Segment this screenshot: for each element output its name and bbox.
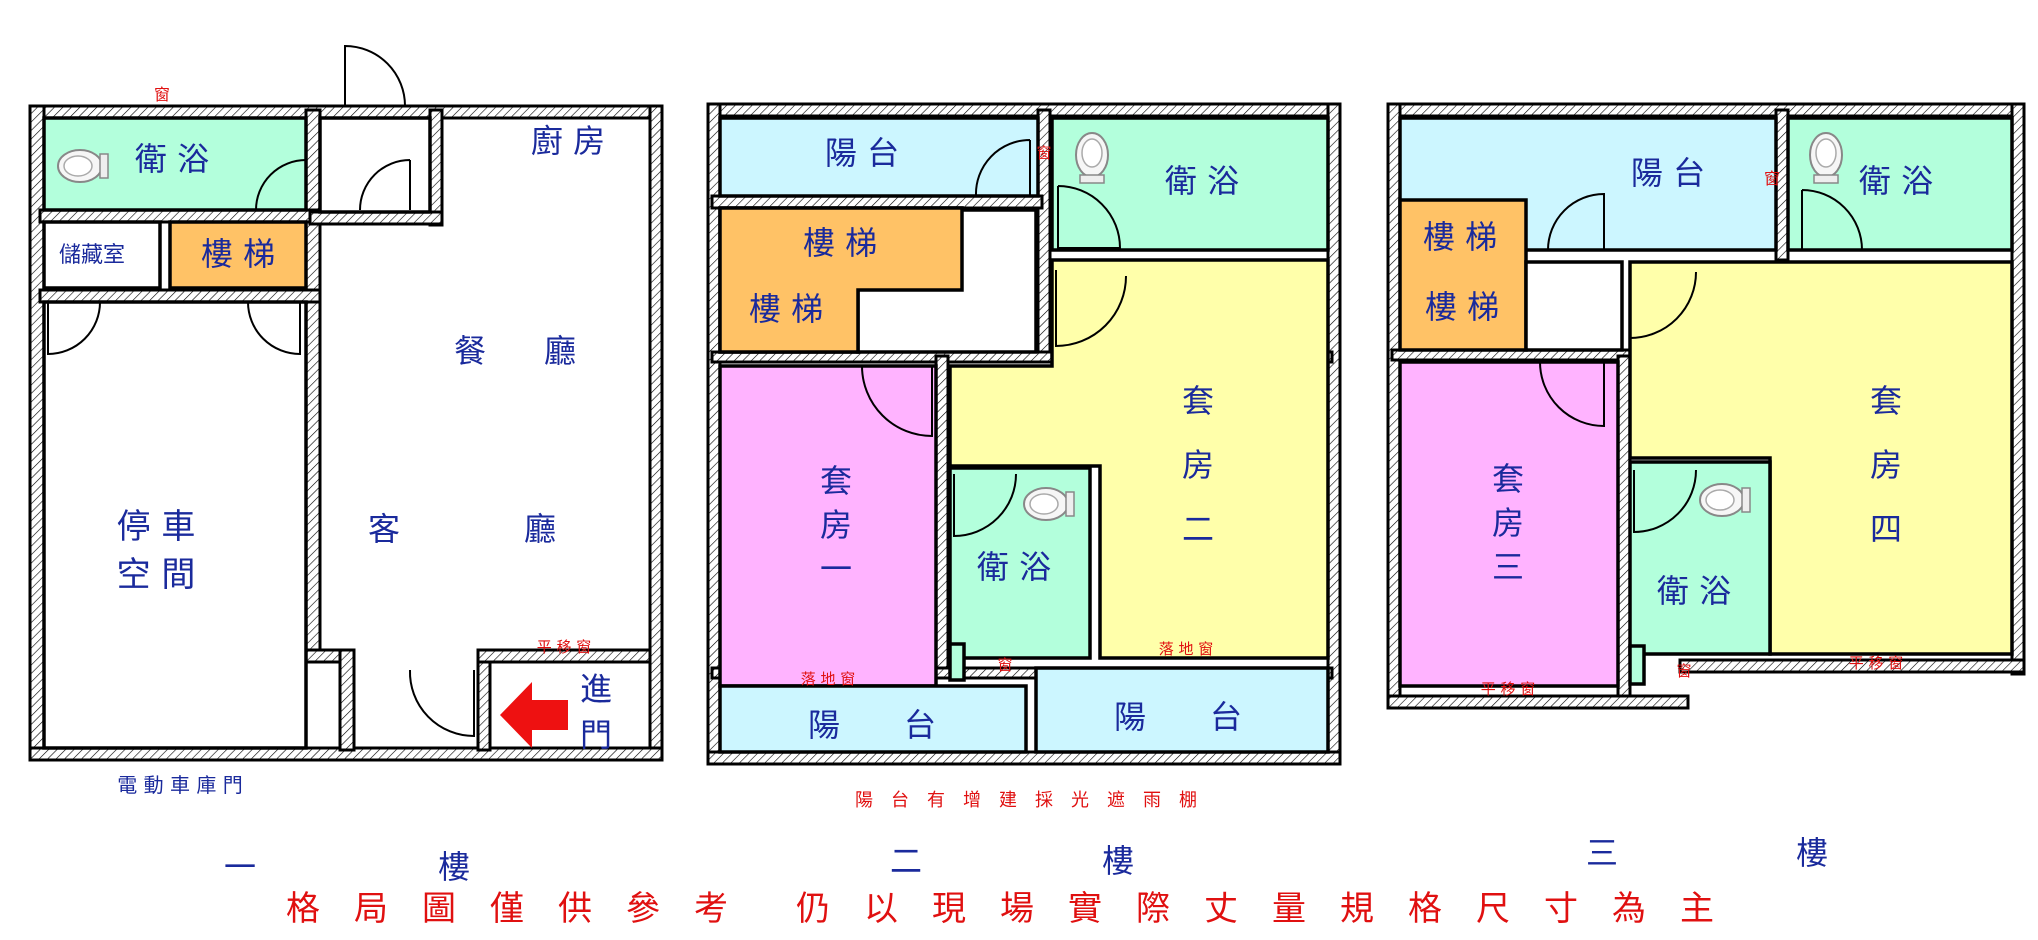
floor2-suite1-label-b: 房 (820, 506, 852, 544)
floor3-suite3-label-c: 三 (1492, 548, 1524, 586)
floor1-storage (42, 220, 162, 290)
floor1-entrance-label-b: 門 (580, 716, 612, 754)
floor3-title-b: 樓 (1796, 834, 1828, 872)
floor2-bath-top-label: 衛 浴 (1165, 162, 1239, 200)
floor1-bath-label: 衛 浴 (135, 140, 209, 178)
floor3-suite4-label-a: 套 (1870, 382, 1902, 420)
floor2-balcony-note: 陽 台 有 增 建 採 光 遮 雨 棚 (855, 790, 1197, 811)
entrance-arrow-icon (500, 682, 568, 748)
floor1-sliding-window-note: 平 移 窗 (537, 638, 592, 656)
floor2-suite1-label-a: 套 (820, 462, 852, 500)
floor1-stairs-label: 樓 梯 (201, 235, 275, 273)
floor1-parking (42, 300, 308, 750)
floor3-sliding-window-2-note: 平 移 窗 (1849, 654, 1904, 672)
floor2-suite2-label-c: 二 (1182, 510, 1214, 548)
floor1-parking-label-b: 空 間 (117, 555, 196, 595)
floor2-balcony-bottom-left (718, 684, 1028, 754)
floor2-window-top-note: 窗 (1036, 144, 1051, 162)
floor3-sliding-window-1-note: 平 移 窗 (1481, 680, 1536, 698)
floor3-title-a: 三 (1586, 834, 1618, 872)
floor2-bath-mid-label: 衛 浴 (977, 548, 1051, 586)
floor-2-plan: 陽 台 衛 浴 樓 梯 樓 梯 套 房 一 衛 浴 套 房 二 陽 台 陽 台 … (706, 102, 1342, 811)
floor2-suite-1 (718, 364, 938, 688)
floor3-suite3-label-a: 套 (1492, 460, 1524, 498)
floor1-dining-label-b: 廳 (544, 332, 576, 370)
floor1-living-label-a: 客 (368, 510, 400, 548)
floor3-bath-top-label: 衛 浴 (1859, 162, 1933, 200)
floor3-suite4-label-b: 房 (1870, 446, 1902, 484)
floor3-balcony-label: 陽 台 (1631, 154, 1705, 192)
floor2-balcony-bottom-right (1034, 666, 1330, 754)
floor3-stairs-label-a: 樓 梯 (1423, 218, 1497, 256)
floor1-kitchen-label: 廚 房 (531, 122, 605, 160)
floor1-title-a: 一 (224, 848, 256, 886)
toilet-icon (1809, 132, 1843, 184)
floor3-suite3-label-b: 房 (1492, 504, 1524, 542)
toilet-icon (57, 149, 109, 183)
floor1-garage-door-note: 電 動 車 庫 門 (117, 773, 242, 797)
floor1-stairs (168, 220, 308, 290)
floor2-suite2-label-a: 套 (1182, 382, 1214, 420)
floor2-french-window-1-note: 落 地 窗 (801, 670, 856, 688)
floor1-living-label-b: 廳 (524, 510, 556, 548)
floor2-french-window-2-note: 落 地 窗 (1159, 640, 1214, 658)
floor2-balcony-bl-label: 陽 台 (808, 706, 936, 744)
floor1-storage-label: 儲藏室 (59, 243, 125, 268)
floor-3-plan: 陽 台 衛 浴 樓 梯 樓 梯 套 房 三 衛 浴 套 房 四 窗 窗 平 移 … (1386, 102, 2026, 710)
floor1-title-b: 樓 (438, 848, 470, 886)
floor1-window-note: 窗 (154, 85, 170, 104)
floor2-stairs-label-b: 樓 梯 (749, 290, 823, 328)
disclaimer-text: 格 局 圖 僅 供 參 考 仍 以 現 場 實 際 丈 量 規 格 尺 寸 為 … (286, 889, 1714, 929)
toilet-icon (1699, 483, 1751, 517)
floor2-suite1-label-c: 一 (820, 550, 852, 588)
floor2-title-a: 二 (890, 842, 922, 880)
floor2-title-b: 樓 (1102, 842, 1134, 880)
toilet-icon (1023, 487, 1075, 521)
floor2-suite2-label-b: 房 (1182, 446, 1214, 484)
toilet-icon (1075, 132, 1109, 184)
floor2-balcony-top-label: 陽 台 (825, 134, 899, 172)
floor3-window-top-note: 窗 (1764, 169, 1780, 188)
floor2-suite-2 (948, 258, 1330, 660)
floor2-balcony-top (718, 116, 1040, 198)
floor1-entrance-label-a: 進 (580, 670, 612, 708)
floor3-window-mid-note: 窗 (1676, 662, 1691, 680)
floor2-stairs-label-a: 樓 梯 (803, 224, 877, 262)
floor3-bath-mid-label: 衛 浴 (1657, 572, 1731, 610)
floor2-balcony-br-label: 陽 台 (1114, 698, 1242, 736)
floor2-window-mid-note: 窗 (997, 656, 1012, 674)
floor3-stairs-label-b: 樓 梯 (1425, 288, 1499, 326)
floor-1-plan: 衛 浴 儲藏室 樓 梯 廚 房 餐 廳 客 廳 停 車 空 間 進 門 窗 平 … (28, 44, 664, 797)
floor3-stairs (1398, 198, 1528, 352)
floor3-suite4-label-c: 四 (1870, 510, 1902, 548)
floor1-dining-label-a: 餐 (454, 332, 486, 370)
floor1-parking-label-a: 停 車 (117, 507, 196, 547)
floor3-suite-3 (1398, 360, 1620, 688)
